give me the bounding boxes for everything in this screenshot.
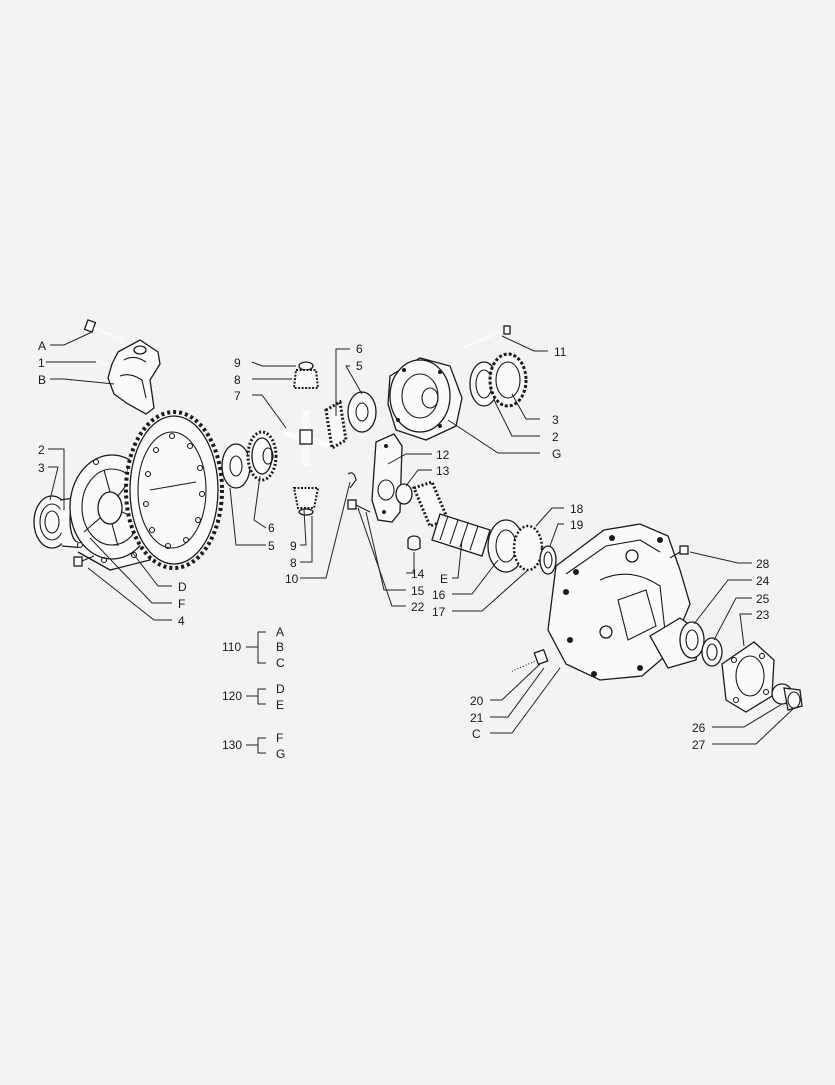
- callout-7: 7: [234, 389, 241, 403]
- axle-housing-drawing: [547, 523, 701, 681]
- callout-b: B: [38, 373, 46, 387]
- nut-26-drawing: [771, 683, 803, 711]
- callout-5-right: 5: [356, 359, 363, 373]
- callout-labels: A 1 B 2 3 9 8 7 6 5 6 5 9 8 10 11 3 2 G …: [38, 339, 770, 752]
- legend-item: G: [276, 747, 285, 761]
- bolt-22-drawing: [347, 499, 371, 513]
- stud-20-drawing: [509, 648, 549, 673]
- bearing-right-drawing: [469, 352, 528, 408]
- callout-8-bottom: 8: [290, 556, 297, 570]
- bearing-cap-b-drawing: [107, 339, 161, 415]
- legend-item: C: [276, 656, 285, 670]
- callout-20: 20: [470, 694, 484, 708]
- legend-group-130: 130 F G: [222, 731, 285, 761]
- side-gear-left-drawing: [221, 430, 278, 489]
- kit-legend: 110 A B C 120 D E 130 F G: [222, 625, 285, 761]
- legend-item: E: [276, 698, 284, 712]
- callout-1: 1: [38, 356, 45, 370]
- callout-e: E: [440, 572, 448, 586]
- diff-housing-g-drawing: [387, 357, 463, 441]
- callout-26: 26: [692, 721, 706, 735]
- pinion-shaft-drawing: [395, 480, 491, 557]
- legend-group-110: 110 A B C: [222, 625, 285, 670]
- callout-3-left: 3: [38, 461, 45, 475]
- callout-d: D: [178, 580, 187, 594]
- callout-27: 27: [692, 738, 706, 752]
- callout-3-right: 3: [552, 413, 559, 427]
- bolt-a-drawing: [83, 319, 126, 341]
- callout-24: 24: [756, 574, 770, 588]
- callout-f: F: [178, 597, 185, 611]
- callout-14: 14: [411, 567, 425, 581]
- callout-2-left: 2: [38, 443, 45, 457]
- callout-13: 13: [436, 464, 450, 478]
- legend-code: 110: [222, 640, 241, 654]
- callout-18: 18: [570, 502, 584, 516]
- callout-16: 16: [432, 588, 446, 602]
- differential-case-drawing: [33, 454, 161, 571]
- callout-15: 15: [411, 584, 425, 598]
- crown-wheel-drawing: [124, 410, 224, 570]
- legend-item: D: [276, 682, 285, 696]
- callout-11: 11: [554, 345, 567, 359]
- callout-25: 25: [756, 592, 770, 606]
- leader-lines: [46, 331, 795, 745]
- callout-9-top: 9: [234, 356, 241, 370]
- carrier-plate-drawing: [371, 433, 403, 523]
- bolt-28-drawing: [669, 545, 689, 559]
- spider-and-pinions-drawing: [281, 361, 331, 516]
- legend-item: B: [276, 640, 284, 654]
- callout-8-top: 8: [234, 373, 241, 387]
- legend-group-120: 120 D E: [222, 682, 285, 712]
- legend-code: 130: [222, 738, 242, 752]
- plug-14-drawing: [407, 535, 421, 551]
- callout-6-right: 6: [356, 342, 363, 356]
- pinion-bearings-drawing: [487, 519, 557, 575]
- callout-5-left: 5: [268, 539, 275, 553]
- callout-10: 10: [285, 572, 299, 586]
- long-bolt-11-drawing: [461, 325, 511, 349]
- pin-1-drawing: [93, 356, 108, 368]
- callout-c: C: [472, 727, 481, 741]
- seal-and-ring-drawing: [679, 621, 723, 667]
- legend-item: A: [276, 625, 284, 639]
- flange-23-drawing: [721, 641, 775, 713]
- callout-23: 23: [756, 608, 770, 622]
- callout-17: 17: [432, 605, 446, 619]
- callout-4: 4: [178, 614, 185, 628]
- cotter-pin-drawing: [347, 472, 357, 489]
- callout-6-left: 6: [268, 521, 275, 535]
- callout-2-right: 2: [552, 430, 559, 444]
- callout-21: 21: [470, 711, 484, 725]
- callout-19: 19: [570, 518, 584, 532]
- legend-item: F: [276, 731, 283, 745]
- bolt-4-drawing: [73, 555, 95, 567]
- side-gear-right-drawing: [324, 391, 377, 451]
- callout-12: 12: [436, 448, 450, 462]
- callout-g: G: [552, 447, 561, 461]
- callout-28: 28: [756, 557, 770, 571]
- callout-a: A: [38, 339, 46, 353]
- callout-22: 22: [411, 600, 425, 614]
- callout-9-bottom: 9: [290, 539, 297, 553]
- legend-code: 120: [222, 689, 242, 703]
